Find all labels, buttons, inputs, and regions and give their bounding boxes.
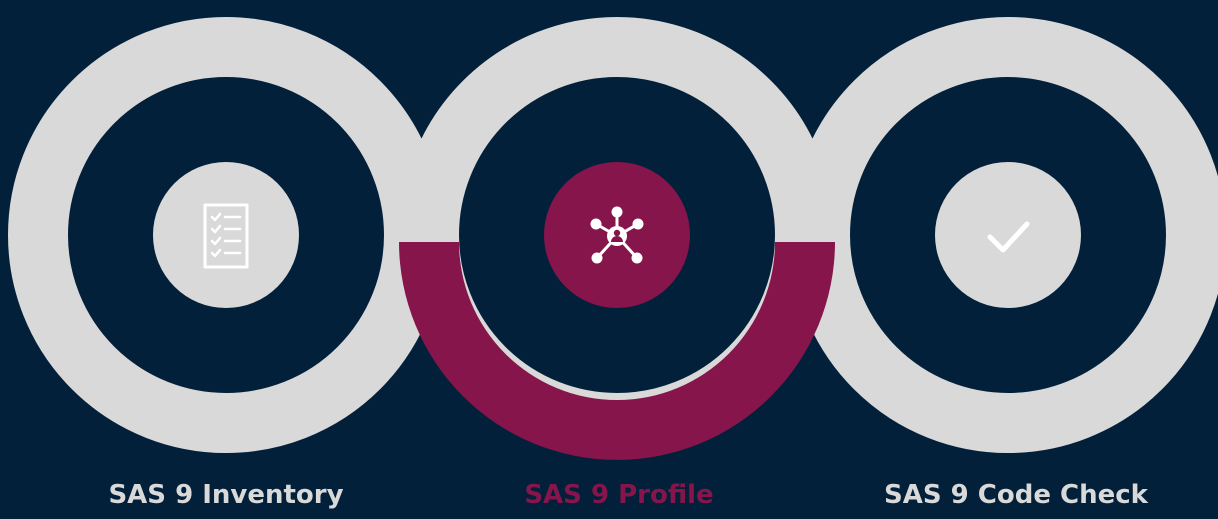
ring-profile-accent	[399, 242, 835, 460]
checkmark-icon	[987, 221, 1030, 253]
checklist-icon	[203, 203, 249, 269]
step-label-code-check: SAS 9 Code Check	[884, 480, 1148, 510]
step-label-inventory: SAS 9 Inventory	[108, 480, 344, 510]
network-hub-icon	[590, 206, 644, 264]
step-label-profile: SAS 9 Profile	[524, 480, 714, 510]
disc-inventory	[153, 162, 299, 308]
disc-code-check	[935, 162, 1081, 308]
